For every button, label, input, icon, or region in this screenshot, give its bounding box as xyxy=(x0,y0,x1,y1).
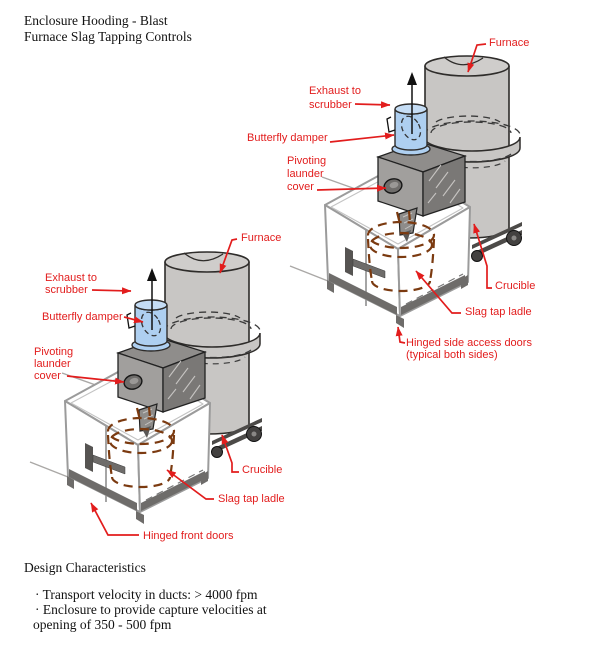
label-slag-ladle-left: Slag tap ladle xyxy=(218,493,285,505)
label-pivoting-right: Pivoting launder cover xyxy=(287,155,327,193)
label-furnace-right: Furnace xyxy=(489,37,530,49)
design-heading: Design Characteristics xyxy=(24,560,146,575)
design-bullet-1: · Transport velocity in ducts: > 4000 fp… xyxy=(35,587,258,602)
label-slag-ladle-right: Slag tap ladle xyxy=(465,306,532,318)
page-title-line1: Enclosure Hooding - Blast xyxy=(24,13,168,28)
label-butterfly-left: Butterfly damper xyxy=(42,311,123,323)
design-bullet-2-cont: opening of 350 - 500 fpm xyxy=(33,617,172,632)
leader-arrows xyxy=(66,43,492,536)
label-crucible-right: Crucible xyxy=(495,280,536,292)
label-exhaust-right: Exhaust to scrubber xyxy=(309,85,361,111)
label-crucible-left: Crucible xyxy=(242,464,283,476)
design-bullet-2: · Enclosure to provide capture velocitie… xyxy=(35,602,267,617)
label-hinged-doors-right: Hinged side access doors (typical both s… xyxy=(406,337,532,361)
page-title-line2: Furnace Slag Tapping Controls xyxy=(24,28,192,44)
label-furnace-left: Furnace xyxy=(241,232,282,244)
label-butterfly-right: Butterfly damper xyxy=(247,132,328,144)
page-title: Enclosure Hooding - Blast Furnace Slag T… xyxy=(24,13,192,44)
label-exhaust-left: Exhaust to scrubber xyxy=(45,272,97,296)
label-pivoting-left: Pivoting launder cover xyxy=(34,346,74,382)
label-hinged-doors-left: Hinged front doors xyxy=(143,530,234,542)
